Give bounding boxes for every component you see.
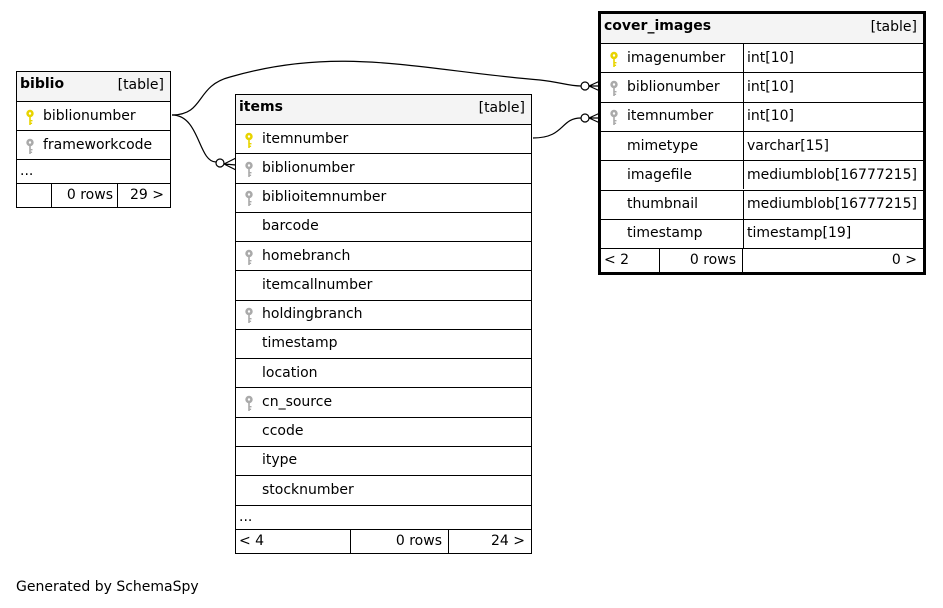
- row-count: 0 rows: [689, 252, 736, 268]
- column-name: location: [262, 364, 318, 381]
- column-row-holdingbranch[interactable]: holdingbranch: [236, 299, 531, 329]
- table-footer: < 4 0 rows 24 >: [236, 529, 531, 553]
- column-row-itemcallnumber[interactable]: itemcallnumber: [236, 270, 531, 299]
- column-name: cn_source: [262, 393, 333, 410]
- column-type: int[10]: [747, 49, 794, 66]
- table-footer: < 2 0 rows 0 >: [601, 248, 923, 272]
- children-count[interactable]: 29 >: [130, 187, 164, 203]
- table-kind: [table]: [117, 77, 164, 93]
- parents-count[interactable]: < 4: [239, 533, 265, 549]
- column-row-location[interactable]: location: [236, 358, 531, 387]
- foreign-key-icon: [244, 249, 254, 267]
- column-row-itemnumber[interactable]: itemnumber: [236, 124, 531, 153]
- link-end-circle: [580, 113, 590, 123]
- table-footer: 0 rows 29 >: [17, 183, 170, 207]
- column-type: mediumblob[16777215]: [747, 166, 917, 183]
- column-row-biblionumber[interactable]: biblionumber: [236, 153, 531, 182]
- foreign-key-icon: [25, 138, 35, 156]
- column-name: timestamp: [627, 225, 703, 242]
- table-header: cover_images [table]: [601, 14, 923, 43]
- table-header: items [table]: [236, 95, 531, 124]
- link-items-cover-images: [532, 117, 582, 139]
- column-name: homebranch: [262, 247, 351, 264]
- more-columns-row: ...: [236, 505, 531, 529]
- foreign-key-icon: [244, 190, 254, 208]
- row-count: 0 rows: [395, 533, 442, 549]
- column-type: varchar[15]: [747, 137, 829, 154]
- column-row-ccode[interactable]: ccode: [236, 416, 531, 446]
- link-end-circle: [215, 158, 225, 168]
- column-row-imagefile[interactable]: imagefile mediumblob[16777215]: [601, 160, 923, 190]
- primary-key-icon: [25, 109, 35, 127]
- column-row-biblioitemnumber[interactable]: biblioitemnumber: [236, 182, 531, 212]
- column-row-biblionumber[interactable]: biblionumber: [17, 101, 170, 130]
- column-name: thumbnail: [627, 196, 698, 213]
- column-name: itemcallnumber: [262, 276, 373, 293]
- column-name: itemnumber: [262, 130, 349, 147]
- table-kind: [table]: [478, 100, 525, 116]
- foreign-key-icon: [244, 161, 254, 179]
- column-name: biblionumber: [627, 78, 720, 95]
- parents-count[interactable]: < 2: [604, 252, 630, 268]
- primary-key-icon: [244, 132, 254, 150]
- row-count: 0 rows: [66, 187, 113, 203]
- column-row-biblionumber[interactable]: biblionumber int[10]: [601, 72, 923, 102]
- column-name: mimetype: [627, 137, 699, 154]
- foreign-key-icon: [609, 80, 619, 98]
- column-row-barcode[interactable]: barcode: [236, 211, 531, 241]
- column-type: mediumblob[16777215]: [747, 196, 917, 213]
- column-name: biblionumber: [43, 107, 136, 124]
- generated-by-footer: Generated by SchemaSpy: [16, 579, 199, 595]
- column-name: biblioitemnumber: [262, 189, 387, 206]
- column-row-itype[interactable]: itype: [236, 445, 531, 475]
- column-name: itemnumber: [627, 108, 714, 125]
- column-name: timestamp: [262, 335, 338, 352]
- column-name: frameworkcode: [43, 136, 153, 153]
- table-header: biblio [table]: [17, 72, 170, 101]
- column-row-frameworkcode[interactable]: frameworkcode: [17, 130, 170, 159]
- column-name: itype: [262, 452, 298, 469]
- column-row-thumbnail[interactable]: thumbnail mediumblob[16777215]: [601, 189, 923, 219]
- table-items[interactable]: items [table] ... < 4 0 rows 24 > itemnu…: [235, 94, 532, 554]
- column-row-itemnumber[interactable]: itemnumber int[10]: [601, 101, 923, 131]
- primary-key-icon: [609, 51, 619, 69]
- column-row-timestamp[interactable]: timestamp: [236, 328, 531, 358]
- column-type: timestamp[19]: [747, 225, 852, 242]
- column-row-cn-source[interactable]: cn_source: [236, 387, 531, 416]
- link-crowfoot: [223, 157, 237, 171]
- column-row-imagenumber[interactable]: imagenumber int[10]: [601, 43, 923, 73]
- column-row-homebranch[interactable]: homebranch: [236, 241, 531, 270]
- more-columns-row: ...: [17, 159, 170, 183]
- table-kind: [table]: [870, 19, 917, 35]
- foreign-key-icon: [244, 307, 254, 325]
- table-cover-images[interactable]: cover_images [table] < 2 0 rows 0 > imag…: [598, 11, 926, 275]
- children-count[interactable]: 24 >: [491, 533, 525, 549]
- column-name: holdingbranch: [262, 306, 363, 323]
- table-name: cover_images: [604, 18, 712, 34]
- column-name: biblionumber: [262, 159, 355, 176]
- column-name: imagenumber: [627, 49, 726, 66]
- link-biblio-cover-images: [171, 60, 582, 116]
- more-columns: ...: [20, 163, 34, 179]
- column-name: stocknumber: [262, 481, 354, 498]
- link-biblio-items: [171, 114, 217, 163]
- children-count[interactable]: 0 >: [891, 252, 917, 268]
- column-row-mimetype[interactable]: mimetype varchar[15]: [601, 130, 923, 161]
- column-type: int[10]: [747, 78, 794, 95]
- link-end-circle: [580, 81, 590, 91]
- more-columns: ...: [239, 509, 253, 525]
- column-row-stocknumber[interactable]: stocknumber: [236, 475, 531, 504]
- column-type: int[10]: [747, 108, 794, 125]
- table-name: items: [239, 99, 283, 115]
- table-name: biblio: [20, 76, 65, 92]
- foreign-key-icon: [244, 395, 254, 413]
- column-name: ccode: [262, 423, 304, 440]
- foreign-key-icon: [609, 109, 619, 127]
- table-biblio[interactable]: biblio [table] ... 0 rows 29 > biblionum…: [16, 71, 171, 208]
- column-row-timestamp[interactable]: timestamp timestamp[19]: [601, 218, 923, 249]
- column-name: imagefile: [627, 166, 692, 183]
- column-name: barcode: [262, 218, 319, 235]
